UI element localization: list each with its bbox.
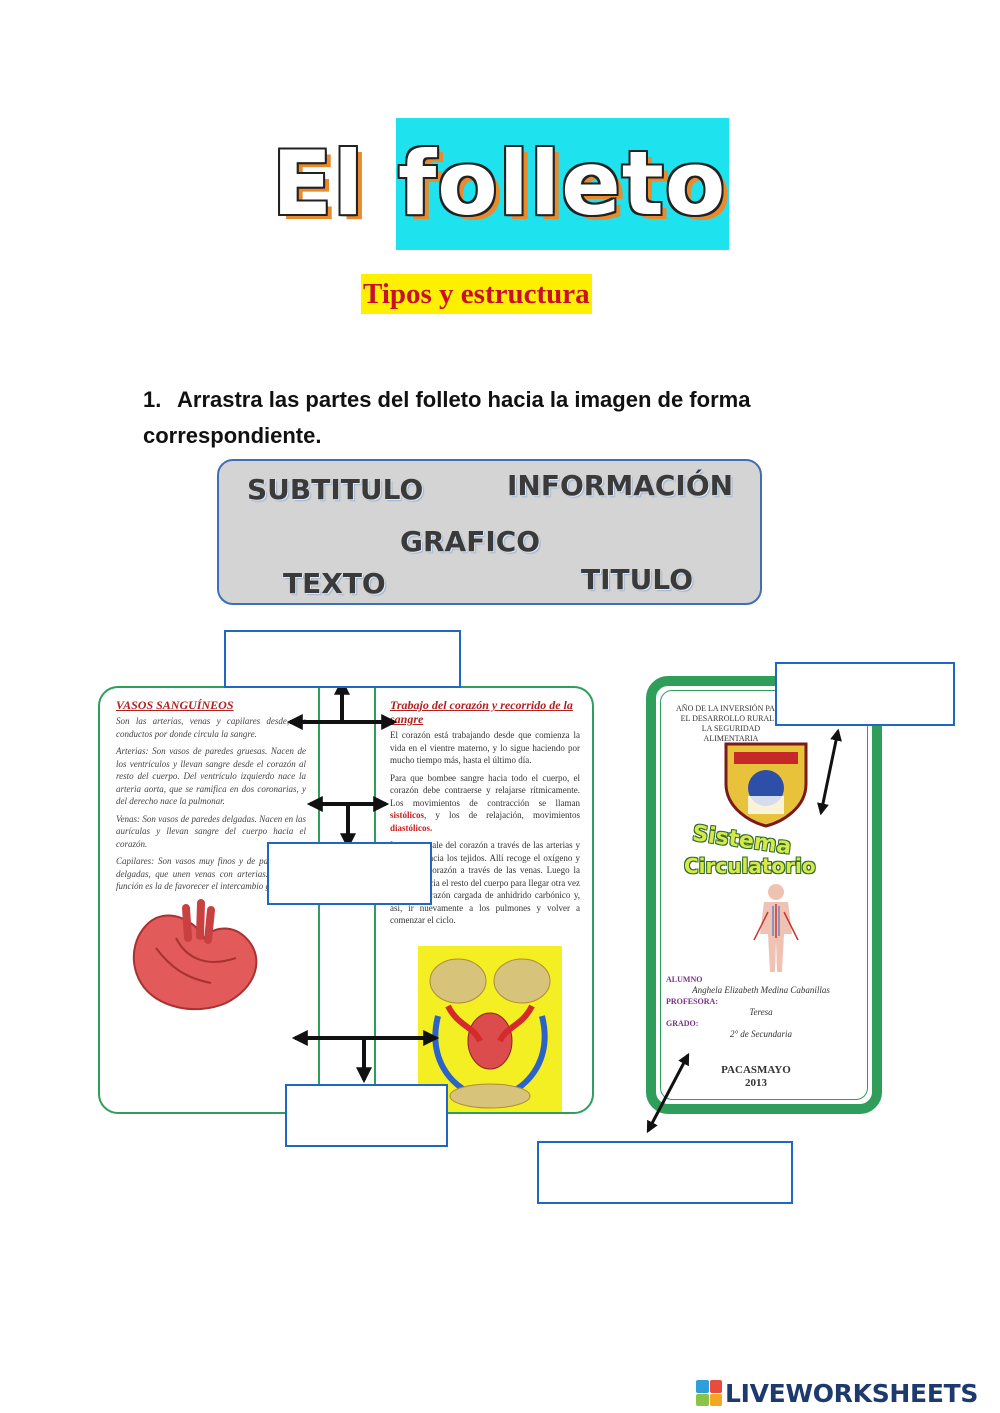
alumno-value: Anghela Elizabeth Medina Cabanillas (692, 985, 830, 995)
place-name: PACASMAYO (721, 1064, 791, 1076)
grado-value: 2° de Secundaria (729, 1029, 793, 1039)
brochure-cover-header: AÑO DE LA INVERSIÓN PARA EL DESARROLLO R… (676, 704, 786, 743)
brochure-paragraph: El corazón está trabajando desde que com… (390, 730, 580, 765)
brochure-text: y los de relajación, movimientos (435, 810, 580, 820)
title-highlight (396, 118, 729, 250)
brochure-cover-info: ALUMNO Anghela Elizabeth Medina Cabanill… (666, 974, 856, 1040)
human-body-illustration (753, 884, 799, 972)
drag-word-grafico[interactable]: GRAFICO (400, 525, 541, 558)
word-bank: SUBTITULO INFORMACIÓN GRAFICO TEXTO TITU… (217, 459, 762, 605)
profesora-value: Teresa (749, 1007, 773, 1017)
drop-box-3[interactable] (285, 1084, 448, 1147)
circulation-diagram (418, 946, 562, 1112)
brochure-left-column: VASOS SANGUÍNEOS Son las arterias, venas… (116, 698, 306, 1021)
brochure-paragraph: Venas: Son vasos de paredes delgadas. Na… (116, 813, 306, 849)
brochure-cover-image: AÑO DE LA INVERSIÓN PARA EL DESARROLLO R… (646, 676, 882, 1114)
title-word-el: El (272, 132, 365, 235)
school-shield-icon (724, 742, 808, 828)
drop-box-5[interactable] (537, 1141, 793, 1204)
worksheet-title: El folleto (268, 118, 738, 250)
brochure-cover-border (660, 690, 868, 1100)
grado-label: GRADO: (666, 1019, 699, 1028)
drag-word-subtitulo[interactable]: SUBTITULO (247, 473, 424, 506)
liveworksheets-logo[interactable]: LIVEWORKSHEETS (696, 1376, 978, 1410)
drag-word-texto[interactable]: TEXTO (283, 567, 386, 600)
drop-box-1[interactable] (224, 630, 461, 688)
brochure-paragraph: Capilares: Son vasos muy finos y de pare… (116, 856, 306, 891)
brochure-paragraph: Arterias: Son vasos de paredes gruesas. … (116, 746, 306, 806)
worksheet-subtitle: Tipos y estructura (361, 274, 592, 314)
brochure-text: Para que bombee sangre hacia todo el cue… (390, 772, 580, 808)
heart-illustration (132, 898, 258, 1010)
drag-word-informacion[interactable]: INFORMACIÓN (507, 469, 734, 502)
liveworksheets-logo-icon (696, 1380, 722, 1406)
brochure-paragraph: Para que bombee sangre hacia todo el cue… (390, 772, 580, 833)
brochure-paragraph: La sangre sale del corazón a través de l… (390, 840, 580, 925)
drag-word-titulo[interactable]: TITULO (581, 563, 693, 596)
brochure-right-column: Trabajo del corazón y recorrido de la sa… (390, 698, 580, 932)
brochure-paragraph: Son las arterias, venas y capilares desd… (116, 716, 306, 739)
alumno-label: ALUMNO (666, 975, 703, 984)
brochure-cover-title-2: Circulatorio (684, 854, 816, 878)
instruction: 1.Arrastra las partes del folleto hacia … (143, 382, 843, 454)
drop-box-2[interactable] (267, 842, 432, 905)
title-word-folleto: folleto (398, 132, 727, 235)
brochure-heading-trabajo: Trabajo del corazón y recorrido de la sa… (390, 698, 573, 726)
drop-box-4[interactable] (775, 662, 955, 726)
instruction-number: 1. (143, 387, 162, 412)
brochure-cover-place: PACASMAYO 2013 (706, 1064, 806, 1090)
brochure-heading-vasos: VASOS SANGUÍNEOS (116, 698, 234, 712)
place-year: 2013 (745, 1077, 767, 1089)
profesora-label: PROFESORA: (666, 997, 718, 1006)
brochure-highlight: diastólicos. (390, 822, 433, 833)
instruction-text: Arrastra las partes del folleto hacia la… (143, 387, 751, 448)
brochure-highlight: sistólicos (390, 810, 425, 820)
liveworksheets-brand: LIVEWORKSHEETS (725, 1378, 979, 1408)
